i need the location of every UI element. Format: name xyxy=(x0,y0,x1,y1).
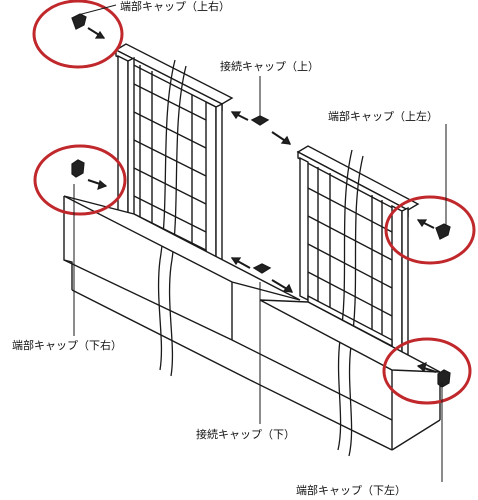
left-wall xyxy=(63,195,301,381)
label-end-cap-bottom-right: 端部キャップ（下右） xyxy=(12,338,122,352)
label-joint-cap-top: 接続キャップ（上） xyxy=(220,59,319,73)
end-cap-top-right-part xyxy=(71,13,106,39)
highlight-circle-bottom-right xyxy=(33,144,127,216)
end-cap-bottom-left-part xyxy=(416,362,451,388)
joint-cap-bottom-part xyxy=(230,257,294,293)
label-end-cap-bottom-left: 端部キャップ（下左） xyxy=(296,483,406,497)
right-fence-panel xyxy=(296,145,420,358)
label-joint-cap-bottom: 接続キャップ（下） xyxy=(196,427,295,441)
end-cap-bottom-right-part xyxy=(71,159,108,190)
highlight-circles xyxy=(32,0,476,405)
highlight-circle-top-left xyxy=(384,195,476,265)
joint-cap-top-part xyxy=(230,111,292,145)
right-wall xyxy=(231,299,441,451)
label-end-cap-top-right: 端部キャップ（上右） xyxy=(120,0,230,13)
highlight-circle-top-right xyxy=(32,0,124,69)
leader-lines xyxy=(73,4,447,482)
highlight-circle-bottom-left xyxy=(382,337,472,405)
right-break-mark xyxy=(337,149,364,457)
label-end-cap-top-left: 端部キャップ（上左） xyxy=(328,109,438,123)
end-cap-top-left-part xyxy=(416,219,451,240)
